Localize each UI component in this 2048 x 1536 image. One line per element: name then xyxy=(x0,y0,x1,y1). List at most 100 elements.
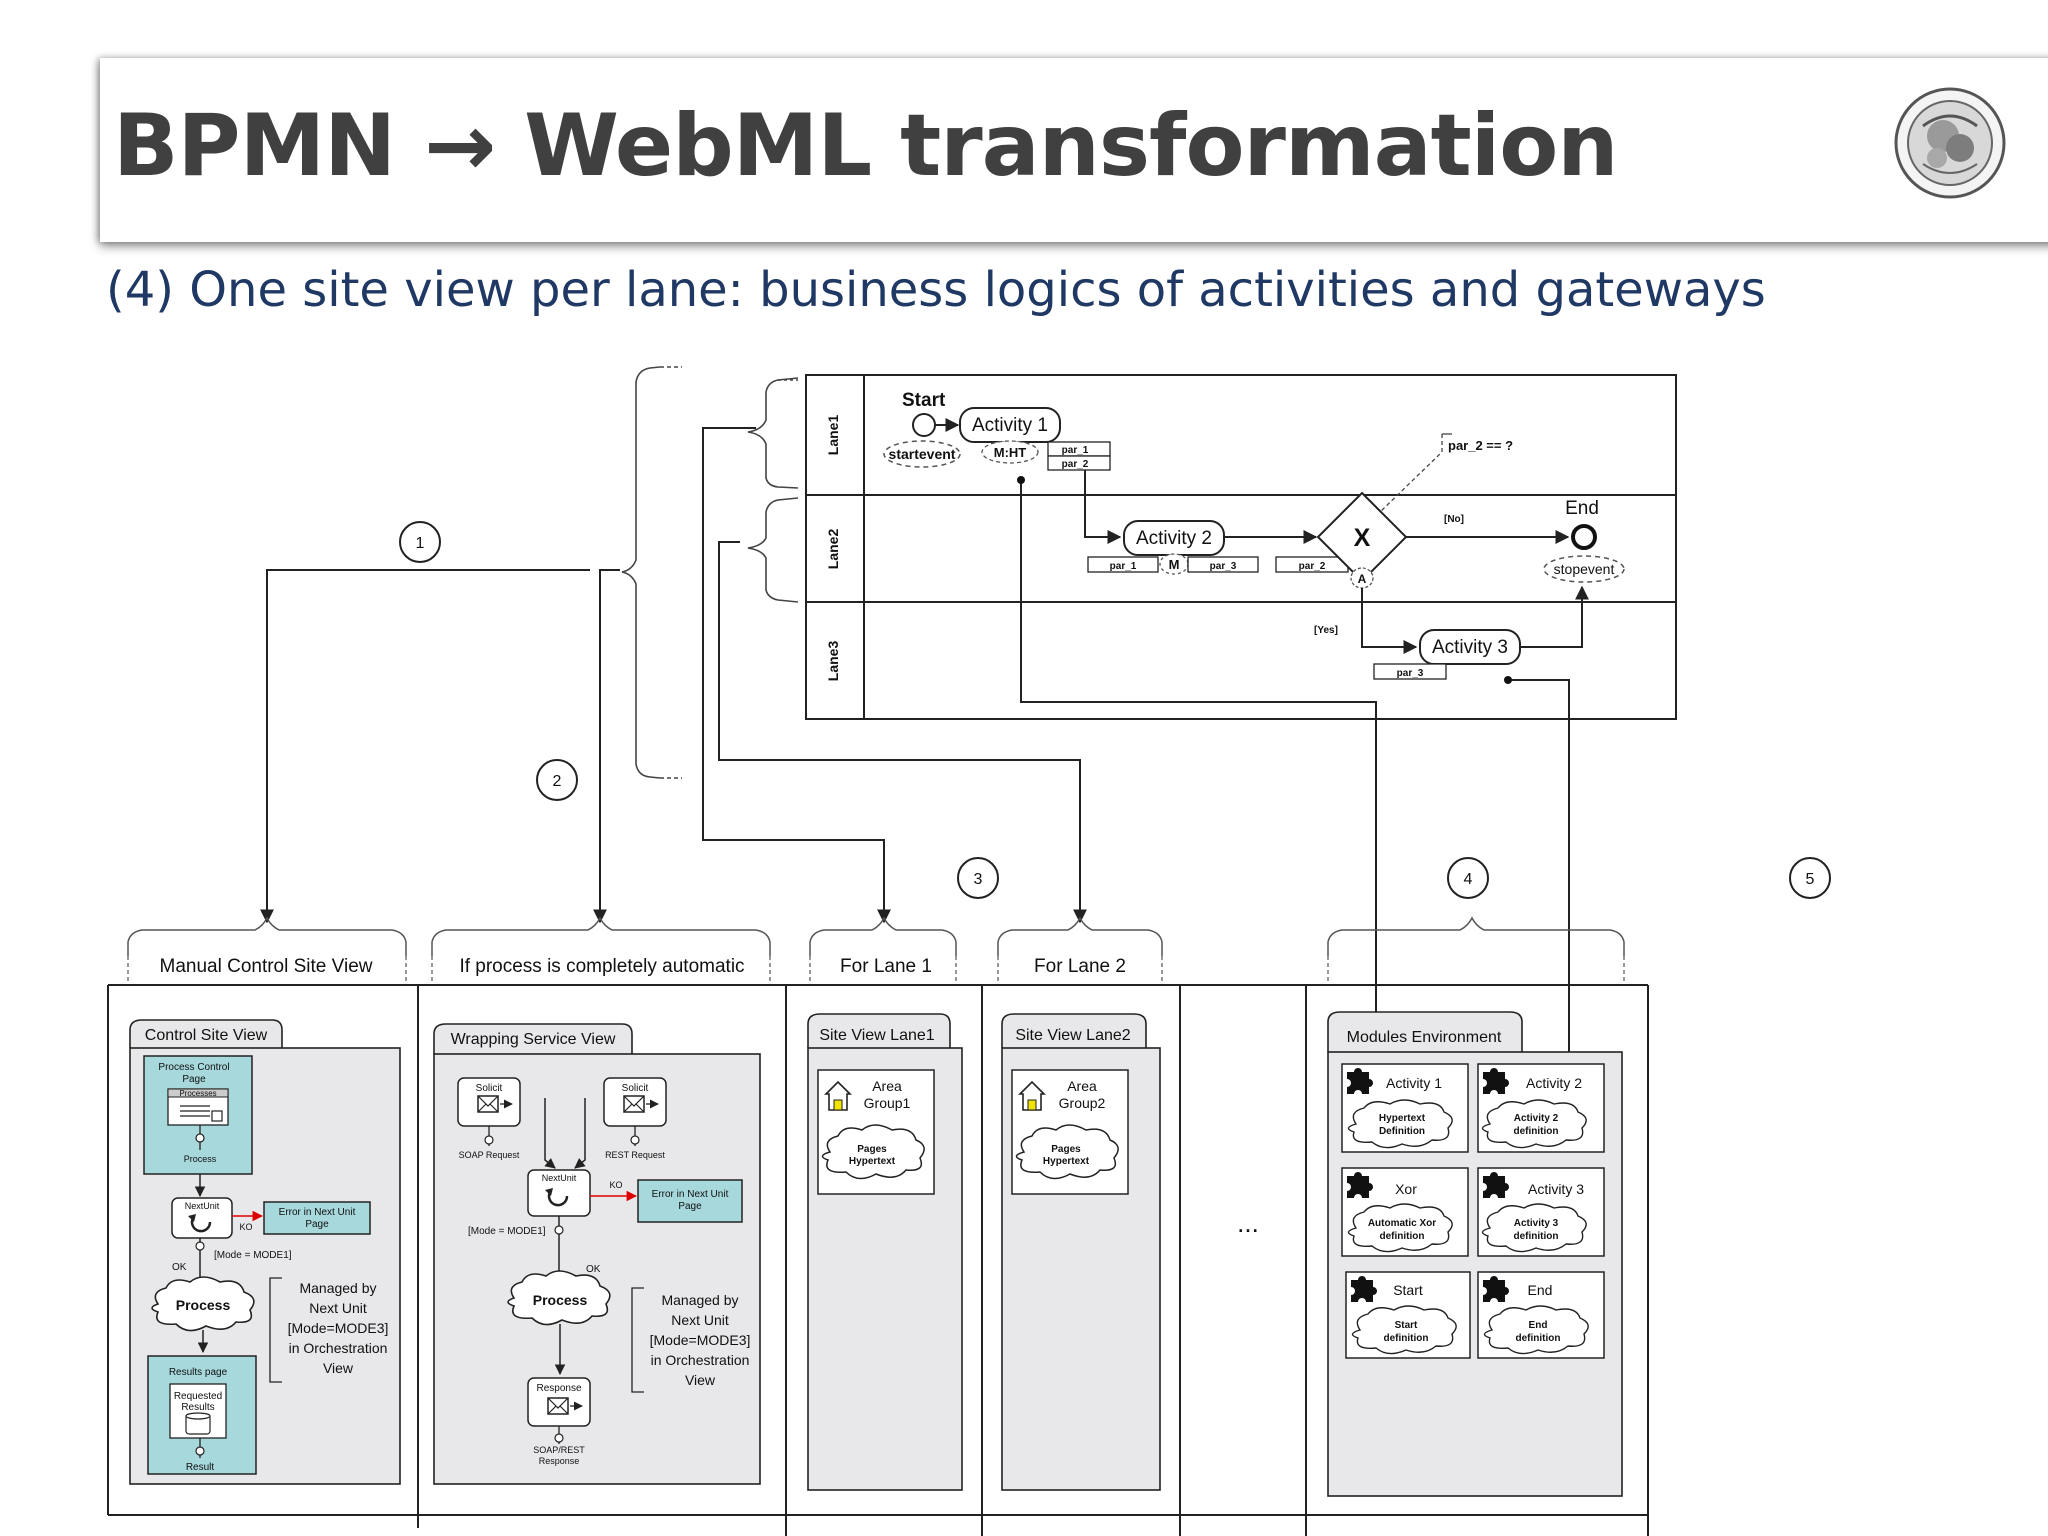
process-control-page-2: Page xyxy=(182,1074,206,1085)
wrapping-ko-label: KO xyxy=(609,1180,622,1190)
lane1-label: Lane1 xyxy=(825,415,841,456)
requested-2: Results xyxy=(181,1402,214,1413)
header-manual: Manual Control Site View xyxy=(160,956,373,977)
title-bar xyxy=(100,58,2048,242)
slide-title: BPMN → WebML transformation xyxy=(113,96,1618,196)
pages-label-1: Pages xyxy=(857,1144,887,1155)
bpmn-pool xyxy=(805,374,1677,720)
a2-par1: par_1 xyxy=(1110,561,1137,572)
puzzle-icon xyxy=(1483,1172,1509,1198)
xor-par2: par_2 xyxy=(1299,561,1326,572)
control-managed-2: [Mode=MODE3] xyxy=(288,1320,389,1336)
control-nextunit-label: NextUnit xyxy=(185,1201,220,1211)
puzzle-icon xyxy=(1347,1172,1373,1198)
soaprest-1: SOAP/REST xyxy=(533,1445,585,1455)
hypertext-label-2: Hypertext xyxy=(1043,1156,1090,1167)
wrapping-process-label: Process xyxy=(533,1292,588,1308)
startevent-label: startevent xyxy=(889,446,956,462)
pages-label-2: Pages xyxy=(1051,1144,1081,1155)
module-xor: Xor Automatic Xor definition xyxy=(1341,1167,1469,1257)
solicit-label-2: Solicit xyxy=(622,1083,649,1094)
process-small-label: Process xyxy=(184,1154,217,1164)
a2-par3: par_3 xyxy=(1210,561,1237,572)
wrapping-nextunit-label: NextUnit xyxy=(542,1173,577,1183)
wrapping-error-2: Page xyxy=(678,1201,702,1212)
wrapping-ok-label: OK xyxy=(586,1264,601,1275)
requested-1: Requested xyxy=(174,1391,222,1402)
header-lane2: For Lane 2 xyxy=(1034,956,1126,977)
area-label-2: Area xyxy=(1067,1078,1097,1094)
svg-text:End: End xyxy=(1528,1282,1553,1298)
puzzle-icon xyxy=(1483,1068,1509,1094)
svg-text:definition: definition xyxy=(1516,1333,1561,1344)
wrapping-managed-4: View xyxy=(685,1372,716,1388)
slide-subtitle: (4) One site view per lane: business log… xyxy=(106,262,1766,318)
step-4: 4 xyxy=(1464,871,1473,888)
module-activity3: Activity 3 Activity 3 definition xyxy=(1477,1167,1605,1257)
process-control-page-1: Process Control xyxy=(158,1062,229,1073)
control-managed-0: Managed by xyxy=(299,1280,376,1296)
module-activity2: Activity 2 Activity 2 definition xyxy=(1477,1063,1605,1153)
area-label-1: Area xyxy=(872,1078,902,1094)
module-end: End End definition xyxy=(1477,1271,1605,1359)
control-error-1: Error in Next Unit xyxy=(279,1207,356,1218)
control-error-2: Page xyxy=(305,1219,329,1230)
a-marker: A xyxy=(1358,572,1367,586)
group2-label: Group2 xyxy=(1059,1095,1106,1111)
wrapping-managed-0: Managed by xyxy=(661,1292,738,1308)
wrapping-error-1: Error in Next Unit xyxy=(652,1189,729,1200)
control-managed-4: View xyxy=(323,1360,354,1376)
module-start: Start Start definition xyxy=(1345,1271,1471,1359)
step-2: 2 xyxy=(553,773,562,790)
soap-request-label: SOAP Request xyxy=(459,1150,520,1160)
control-ok-label: OK xyxy=(172,1262,187,1273)
yes-label: [Yes] xyxy=(1314,625,1338,636)
wrapping-view-tab: Wrapping Service View xyxy=(451,1031,616,1048)
end-event-circle xyxy=(1571,524,1597,550)
modules-tab: Modules Environment xyxy=(1347,1029,1502,1046)
lane2-label: Lane2 xyxy=(825,529,841,570)
control-mode-label: [Mode = MODE1] xyxy=(214,1250,292,1261)
svg-text:Activity 3: Activity 3 xyxy=(1514,1218,1559,1229)
wrapping-managed-3: in Orchestration xyxy=(651,1352,750,1368)
control-managed-3: in Orchestration xyxy=(289,1340,388,1356)
control-managed-1: Next Unit xyxy=(309,1300,367,1316)
wrapping-managed-1: Next Unit xyxy=(671,1312,729,1328)
step-5: 5 xyxy=(1806,871,1815,888)
group1-label: Group1 xyxy=(864,1095,911,1111)
activity1-label: Activity 1 xyxy=(972,415,1048,436)
svg-text:Activity 2: Activity 2 xyxy=(1526,1075,1582,1091)
header-automatic: If process is completely automatic xyxy=(459,956,744,977)
svg-text:Hypertext: Hypertext xyxy=(1379,1113,1426,1124)
svg-text:Activity 1: Activity 1 xyxy=(1386,1075,1442,1091)
column-braces xyxy=(127,916,1625,956)
a3-par3: par_3 xyxy=(1397,668,1424,679)
start-event-circle xyxy=(912,413,936,437)
module-activity1: Activity 1 Hypertext Definition xyxy=(1341,1063,1469,1153)
result-label: Result xyxy=(186,1462,215,1473)
rest-request-label: REST Request xyxy=(605,1150,665,1160)
lane2-view-tab: Site View Lane2 xyxy=(1015,1027,1130,1044)
solicit-label-1: Solicit xyxy=(476,1083,503,1094)
svg-text:Activity 3: Activity 3 xyxy=(1528,1181,1584,1197)
step-1: 1 xyxy=(416,535,425,552)
condition-label: par_2 == ? xyxy=(1448,438,1513,453)
activity3-label: Activity 3 xyxy=(1432,637,1508,658)
home-icon-lane2 xyxy=(1018,1080,1046,1111)
svg-text:Definition: Definition xyxy=(1379,1126,1425,1137)
header-lane1: For Lane 1 xyxy=(840,956,932,977)
no-label: [No] xyxy=(1444,514,1464,525)
home-icon-lane1 xyxy=(824,1080,852,1111)
svg-text:Activity 2: Activity 2 xyxy=(1514,1113,1559,1124)
bottom-grid xyxy=(107,984,1649,1536)
lane3-label: Lane3 xyxy=(825,641,841,682)
a1-par1: par_1 xyxy=(1062,445,1089,456)
processes-label: Processes xyxy=(179,1089,216,1098)
activity2-label: Activity 2 xyxy=(1136,528,1212,549)
ellipsis: ... xyxy=(1237,1208,1259,1238)
svg-text:definition: definition xyxy=(1514,1231,1559,1242)
results-page-label: Results page xyxy=(169,1367,228,1378)
start-label: Start xyxy=(902,390,946,411)
step-markers: 1 2 3 4 5 xyxy=(399,521,1831,899)
